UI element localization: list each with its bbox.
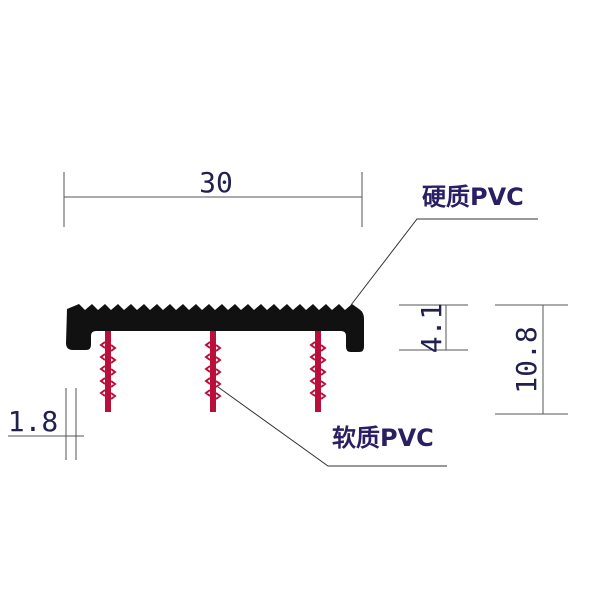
- soft-fin-right: [309, 331, 327, 412]
- rigid-pvc-body: [66, 304, 364, 352]
- soft-label-group: 软质PVC: [217, 386, 447, 467]
- depth-small-dimension: 1.8: [8, 388, 84, 460]
- width-dimension: 30: [63, 166, 363, 227]
- rigid-label-group: 硬质PVC: [350, 183, 538, 306]
- width-value: 30: [199, 166, 233, 199]
- soft-fin-center: [204, 331, 222, 412]
- height-total-dimension: 10.8: [495, 304, 568, 415]
- soft-pvc-fins: [99, 331, 327, 412]
- soft-pvc-label: 软质PVC: [332, 424, 434, 452]
- rigid-leader-line: [350, 218, 538, 306]
- rigid-pvc-label: 硬质PVC: [422, 183, 524, 211]
- depth-small-value: 1.8: [8, 405, 59, 438]
- rigid-top-strip: [66, 304, 364, 352]
- soft-leader-line: [217, 386, 447, 467]
- height-inner-dimension: 4.1: [399, 303, 468, 354]
- height-total-value: 10.8: [510, 326, 543, 393]
- height-inner-value: 4.1: [415, 303, 448, 354]
- soft-fin-left: [99, 331, 117, 412]
